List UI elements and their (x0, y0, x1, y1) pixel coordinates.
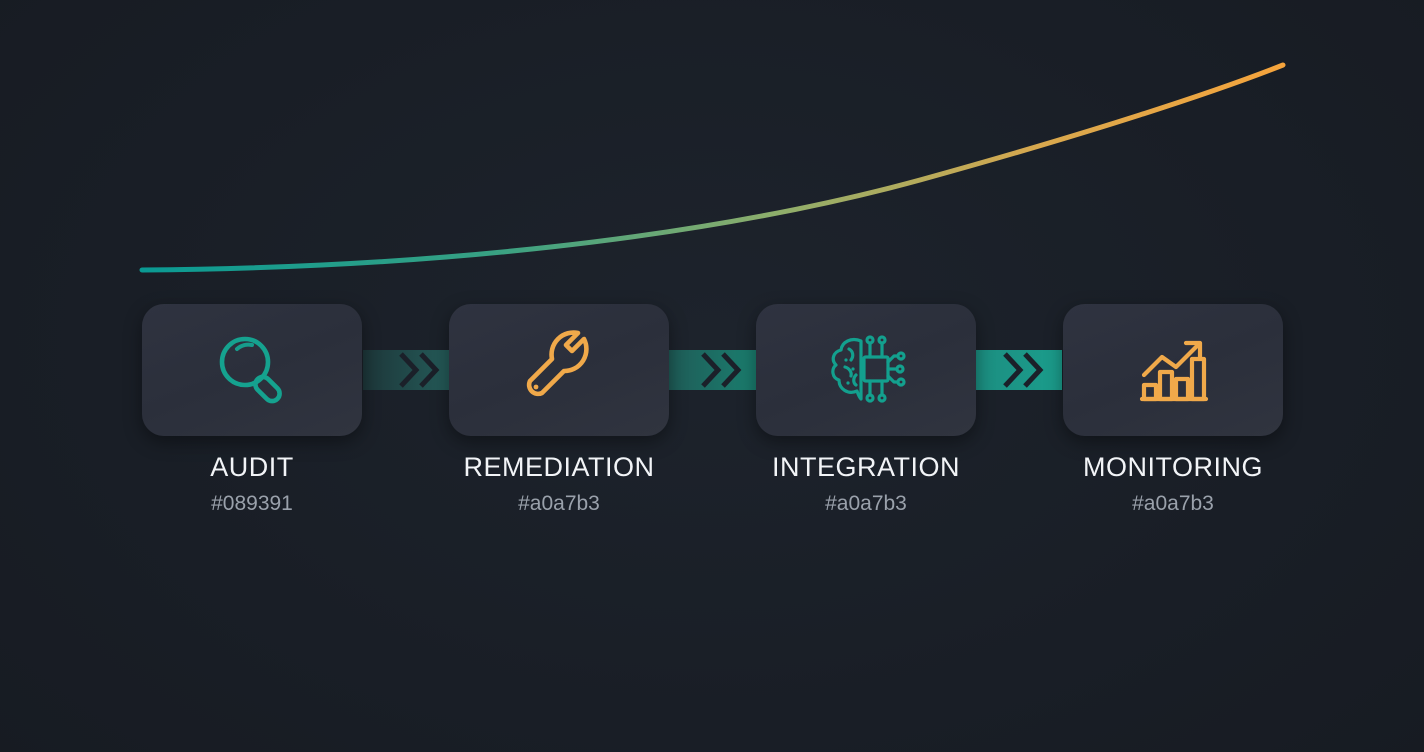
label-block-remediation: REMEDIATION #a0a7b3 (449, 452, 669, 516)
magnifier-icon (219, 336, 282, 404)
pipeline-row (142, 304, 1283, 436)
pipeline-node-audit[interactable] (142, 304, 362, 436)
node-hex-remediation: #a0a7b3 (518, 492, 600, 515)
node-hex-audit: #089391 (211, 492, 293, 515)
connector-3 (967, 350, 1062, 390)
label-block-monitoring: MONITORING #a0a7b3 (1063, 452, 1283, 516)
brain-chip-icon (831, 335, 906, 403)
label-block-integration: INTEGRATION #a0a7b3 (756, 452, 976, 516)
node-hex-integration: #a0a7b3 (825, 492, 907, 515)
double-chevron-right-icon (967, 350, 1062, 390)
node-title-integration: INTEGRATION (771, 452, 960, 482)
double-chevron-right-icon (363, 350, 458, 390)
node-title-remediation: REMEDIATION (463, 452, 655, 482)
connector-1 (363, 350, 458, 390)
label-block-audit: AUDIT #089391 (142, 452, 362, 516)
wrench-icon (526, 330, 589, 397)
double-chevron-right-icon (665, 350, 760, 390)
bar-chart-up-icon (1139, 340, 1209, 402)
pipeline-node-integration[interactable] (756, 304, 976, 436)
node-hex-monitoring: #a0a7b3 (1132, 492, 1214, 515)
node-title-audit: AUDIT (210, 452, 294, 482)
connector-2 (665, 350, 760, 390)
pipeline-labels: AUDIT #089391 REMEDIATION #a0a7b3 INTEGR… (142, 452, 1283, 542)
pipeline-node-remediation[interactable] (449, 304, 669, 436)
node-title-monitoring: MONITORING (1083, 452, 1263, 482)
pipeline-node-monitoring[interactable] (1063, 304, 1283, 436)
